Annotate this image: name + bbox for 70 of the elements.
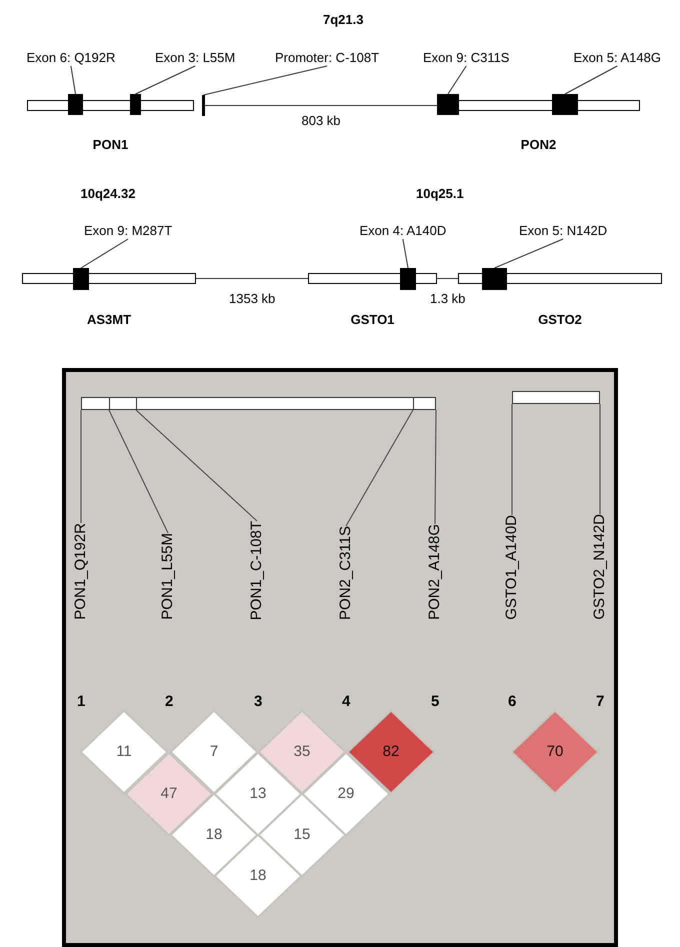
- leader-line: [203, 66, 328, 96]
- promoter-tick: [202, 95, 205, 116]
- exon-block: [437, 94, 459, 115]
- exon-label: Exon 6: Q192R: [26, 50, 116, 66]
- distance-label: 1353 kb: [228, 291, 276, 306]
- marker-number: 3: [254, 694, 262, 710]
- leader-line: [70, 66, 76, 94]
- ld-value: 70: [546, 743, 564, 761]
- marker-name: PON2_A148G: [426, 524, 444, 620]
- exon-block: [400, 268, 416, 290]
- gene-name: PON2: [520, 137, 558, 153]
- marker-name: PON1_C-108T: [248, 521, 266, 620]
- exon-block: [552, 94, 578, 115]
- cytoband-label: 7q21.3: [323, 12, 364, 28]
- cytoband-label: 10q25.1: [416, 186, 464, 202]
- marker-name: GSTO1_A140D: [503, 515, 521, 620]
- exon-label: Exon 9: M287T: [84, 223, 172, 239]
- ld-value: 82: [382, 743, 400, 761]
- intergenic-line: [436, 278, 458, 279]
- exon-block: [130, 94, 141, 115]
- leader-line: [402, 238, 408, 268]
- exon-label: Exon 5: N142D: [519, 223, 608, 239]
- exon-block: [68, 94, 83, 115]
- leader-line: [80, 238, 129, 268]
- haplotype-block-bar: [81, 397, 436, 410]
- gene-name: PON1: [92, 137, 130, 153]
- gene-name: AS3MT: [86, 312, 132, 328]
- marker-name: GSTO2_N142D: [591, 514, 609, 620]
- distance-label: 803 kb: [300, 113, 342, 128]
- marker-name: PON1_Q192R: [72, 523, 90, 620]
- exon-label: Exon 4: A140D: [360, 223, 446, 239]
- ld-value: 15: [292, 826, 312, 844]
- marker-name: PON2_C311S: [337, 526, 355, 620]
- marker-number: 2: [165, 694, 174, 710]
- cytoband-label: 10q24.32: [80, 186, 136, 202]
- marker-number: 7: [596, 694, 604, 710]
- leader-line: [434, 410, 436, 524]
- gene-name: GSTO1: [350, 312, 396, 328]
- exon-block: [73, 268, 89, 290]
- leader-line: [448, 66, 467, 94]
- intergenic-line: [204, 105, 438, 106]
- leader-line: [108, 410, 168, 534]
- leader-line: [564, 66, 618, 94]
- leader-line: [135, 66, 196, 94]
- ld-value: 7: [208, 743, 220, 761]
- exon-label: Promoter: C-108T: [275, 50, 380, 66]
- exon-label: Exon 5: A148G: [574, 50, 661, 66]
- leader-line: [494, 238, 564, 268]
- exon-label: Exon 9: C311S: [423, 50, 510, 66]
- marker-name: PON1_L55M: [159, 533, 177, 620]
- ld-value: 18: [248, 867, 268, 885]
- ld-value: 13: [248, 785, 268, 803]
- marker-number: 6: [508, 694, 516, 710]
- exon-block: [482, 268, 507, 290]
- ld-value: 47: [160, 785, 178, 803]
- exon-label: Exon 3: L55M: [155, 50, 236, 66]
- ld-value: 35: [292, 743, 312, 761]
- leader-line: [80, 410, 82, 524]
- intergenic-line: [196, 278, 308, 279]
- ld-value: 29: [336, 785, 356, 803]
- leader-line: [346, 410, 414, 526]
- gene-name: GSTO2: [537, 312, 583, 328]
- ld-value: 11: [115, 743, 133, 761]
- ld-value: 18: [204, 826, 224, 844]
- haplotype-block-bar: [512, 391, 600, 404]
- leader-line: [136, 410, 258, 522]
- marker-number: 5: [431, 694, 440, 710]
- distance-label: 1.3 kb: [429, 291, 466, 306]
- marker-number: 1: [77, 694, 86, 710]
- marker-number: 4: [342, 694, 350, 710]
